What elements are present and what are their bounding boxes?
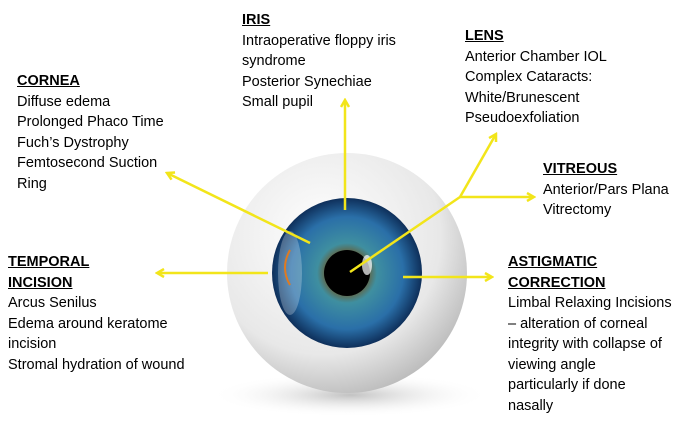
astigmatic-line: particularly if done xyxy=(508,377,626,393)
cornea-line: Fuch’s Dystrophy xyxy=(17,134,129,151)
astigmatic-line: nasally xyxy=(508,397,554,414)
temporal-title: TEMPORAL xyxy=(8,254,90,270)
iris-block: IRIS Intraoperative floppy iris syndrome… xyxy=(242,10,396,113)
cornea-line: Femtosecond Suction xyxy=(17,155,158,171)
vitreous-line: Anterior/Pars Plana xyxy=(543,181,669,198)
astigmatic-correction-block: ASTIGMATIC CORRECTION Limbal Relaxing In… xyxy=(508,252,672,416)
cornea-arrow xyxy=(167,173,311,245)
astigmatic-line: integrity with collapse of xyxy=(508,336,662,352)
astigmatic-title: CORRECTION xyxy=(508,274,606,291)
vitreous-title: VITREOUS xyxy=(543,161,618,177)
lens-line: Anterior Chamber IOL xyxy=(465,48,607,65)
iris-line: Intraoperative floppy iris xyxy=(242,32,396,49)
lens-title: LENS xyxy=(465,28,504,44)
lens-stem-line xyxy=(349,195,461,274)
eyeball-shadow xyxy=(210,373,490,417)
temporal-line: Stromal hydration of wound xyxy=(8,356,185,373)
astigmatic-line: – alteration of corneal xyxy=(508,315,648,332)
iris-title: IRIS xyxy=(242,12,271,28)
lens-line: Complex Cataracts: xyxy=(465,69,593,85)
temporal-title: INCISION xyxy=(8,274,73,291)
lens-arrow xyxy=(458,134,496,198)
cornea-title: CORNEA xyxy=(17,73,80,89)
astigmatic-line: viewing angle xyxy=(508,356,596,373)
lens-block: LENS Anterior Chamber IOL Complex Catara… xyxy=(465,26,607,129)
vitreous-line: Vitrectomy xyxy=(543,202,612,218)
temporal-line: Arcus Senilus xyxy=(8,295,97,311)
cornea-line: Diffuse edema xyxy=(17,93,111,110)
cornea-line: Prolonged Phaco Time xyxy=(17,114,164,130)
iris-line: Small pupil xyxy=(242,94,313,110)
astigmatic-line: Limbal Relaxing Incisions xyxy=(508,295,672,311)
iris-line: syndrome xyxy=(242,53,306,69)
temporal-line: Edema around keratome xyxy=(8,315,168,332)
lens-line: White/Brunescent xyxy=(465,89,580,106)
lens-line: Pseudoexfoliation xyxy=(465,110,580,126)
incision-mark xyxy=(284,249,291,286)
temporal-incision-block: TEMPORAL INCISION Arcus Senilus Edema ar… xyxy=(8,252,185,375)
astigmatic-title: ASTIGMATIC xyxy=(508,254,598,270)
cornea-block: CORNEA Diffuse edema Prolonged Phaco Tim… xyxy=(17,71,164,194)
cornea-highlight xyxy=(278,231,302,315)
cornea-line: Ring xyxy=(17,175,47,192)
pupil xyxy=(324,250,370,296)
temporal-line: incision xyxy=(8,336,57,352)
iris-line: Posterior Synechiae xyxy=(242,73,372,90)
vitreous-block: VITREOUS Anterior/Pars Plana Vitrectomy xyxy=(543,159,669,221)
